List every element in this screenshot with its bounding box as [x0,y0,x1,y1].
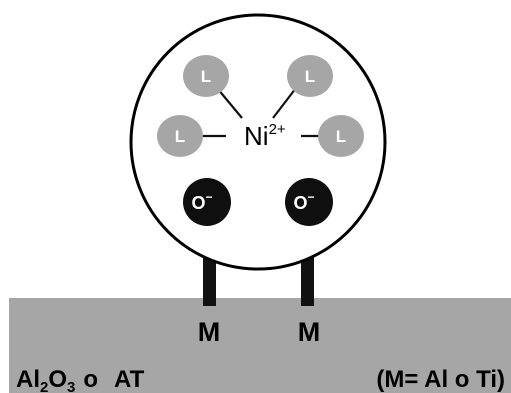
nickel-symbol: Ni [244,121,269,151]
oxygen-charge: − [308,190,315,204]
support-o-sub: 3 [67,379,75,393]
oxygen-symbol: O [293,193,307,213]
metal-legend: (M= Al o Ti) [376,366,505,393]
ligand-right: L [318,115,364,157]
ligand-label: L [305,67,315,86]
svg-text:O−: O− [293,190,314,213]
ligand-top-left: L [183,55,229,97]
oxygen-charge: − [206,190,213,204]
nickel-center: Ni2+ [244,121,286,151]
support-al-sub: 2 [40,379,48,393]
support-surface [9,298,511,393]
surface-atom-right: M [298,317,321,347]
svg-text:O−: O− [191,190,212,213]
ligand-label: L [175,127,185,146]
support-alt: AT [114,366,145,393]
oxygen-symbol: O [191,193,205,213]
oxygen-anchor-left: O− [183,178,231,226]
ligand-label: L [336,127,346,146]
ligand-left: L [157,115,203,157]
nickel-charge: 2+ [269,121,286,138]
ligand-top-right: L [287,55,333,97]
oxygen-anchor-right: O− [285,178,333,226]
ligand-label: L [201,67,211,86]
support-al: Al [16,366,40,393]
support-o: O [48,366,67,393]
surface-atom-left: M [198,317,221,347]
support-connector: o [83,366,98,393]
